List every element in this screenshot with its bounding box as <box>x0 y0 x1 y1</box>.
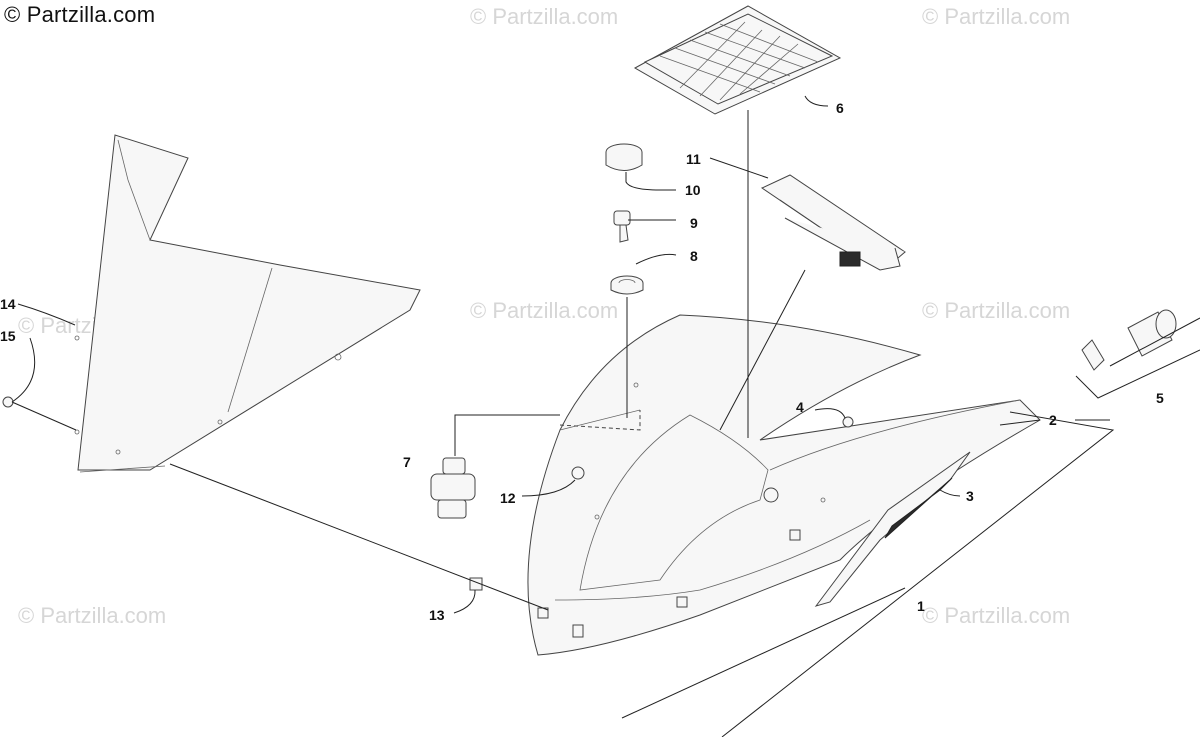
watermark: © Partzilla.com <box>922 603 1071 628</box>
callout-13: 13 <box>429 607 445 623</box>
callout-15: 15 <box>0 328 16 344</box>
screw <box>571 466 585 480</box>
callout-4: 4 <box>796 399 804 415</box>
callout-12: 12 <box>500 490 516 506</box>
watermark: © Partzilla.com <box>18 603 167 628</box>
storage-net-tray <box>633 5 842 115</box>
power-socket <box>1081 309 1177 371</box>
windshield <box>74 134 421 473</box>
callout-10: 10 <box>685 182 701 198</box>
callout-7: 7 <box>403 454 411 470</box>
callout-6: 6 <box>836 100 844 116</box>
ignition-key <box>613 210 631 243</box>
callout-2: 2 <box>1049 412 1057 428</box>
callout-8: 8 <box>690 248 698 264</box>
hood <box>527 314 1041 656</box>
callout-9: 9 <box>690 215 698 231</box>
callout-5: 5 <box>1156 390 1164 406</box>
callout-14: 14 <box>0 296 16 312</box>
screw <box>842 416 854 428</box>
leader-lines <box>11 95 1200 737</box>
callout-3: 3 <box>966 488 974 504</box>
watermark: © Partzilla.com <box>470 4 619 29</box>
copyright-text: © Partzilla.com <box>4 2 156 27</box>
watermark: © Partzilla.com <box>922 298 1071 323</box>
callout-1: 1 <box>917 598 925 614</box>
watermark: © Partzilla.com <box>470 298 619 323</box>
ignition-nut <box>610 275 644 295</box>
watermark: © Partzilla.com <box>922 4 1071 29</box>
electronic-module <box>760 174 906 271</box>
plug <box>430 457 476 519</box>
screw <box>2 396 14 408</box>
callout-11: 11 <box>686 151 701 167</box>
ignition-cap <box>605 143 643 171</box>
